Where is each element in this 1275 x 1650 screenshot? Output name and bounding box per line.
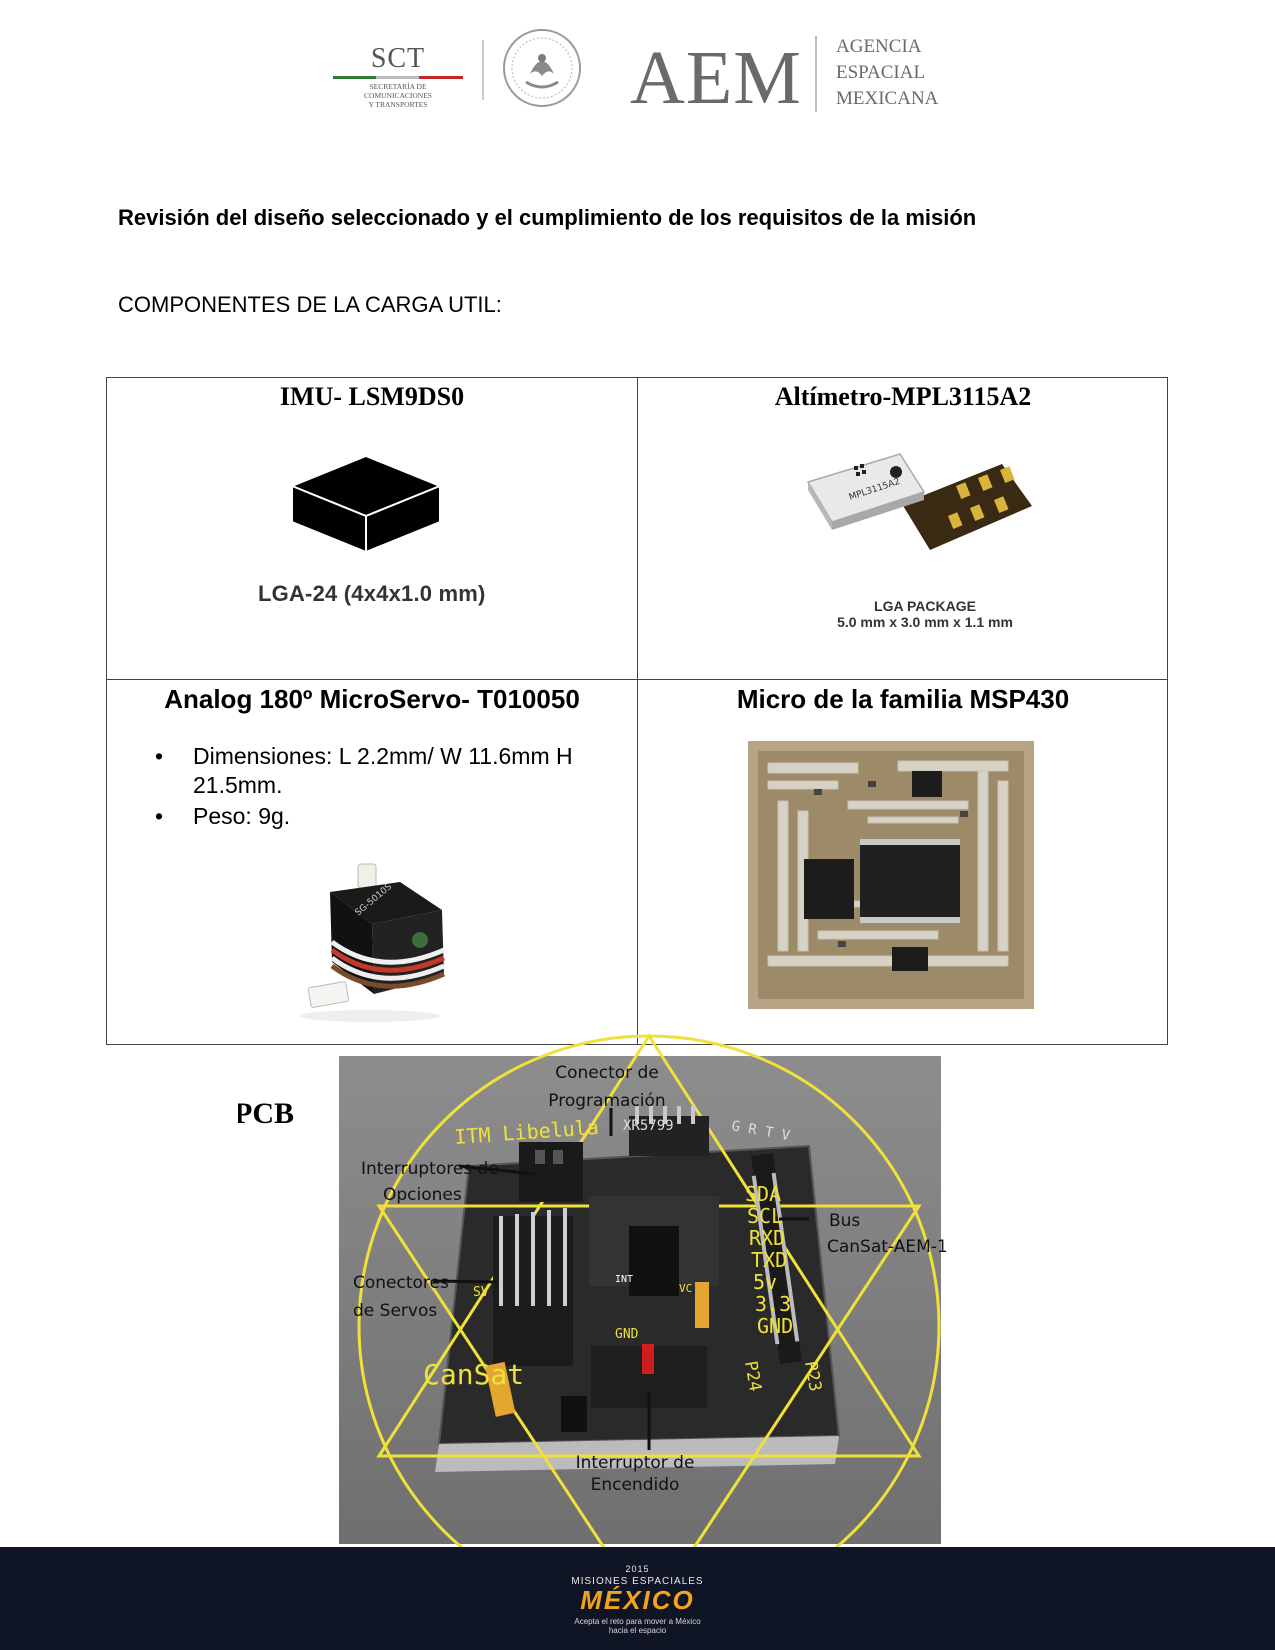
servo-spec-dimensions: Dimensiones: L 2.2mm/ W 11.6mm H 21.5mm. [155, 742, 615, 800]
section-heading: COMPONENTES DE LA CARGA UTIL: [118, 292, 502, 317]
callout-bus-line2: CanSat-AEM-1 [827, 1237, 948, 1257]
aem-line1: AGENCIA [836, 36, 922, 57]
callout-servos-line1: Conectores [353, 1273, 449, 1293]
board-text-part: XR5799 [623, 1118, 674, 1134]
bus-pin-scl: SCL [747, 1204, 783, 1228]
imu-title: IMU- LSM9DS0 [279, 382, 465, 411]
footer-mexico-logo: MÉXICO [580, 1585, 695, 1615]
sct-tricolor-bar [333, 76, 463, 79]
sct-line2: Comunicaciones [364, 91, 432, 100]
sct-line3: y Transportes [368, 100, 428, 109]
pcb-label: PCB [234, 1097, 294, 1130]
board-text-cansat: CanSat [423, 1358, 524, 1391]
altimeter-caption-size: 5.0 mm x 3.0 mm x 1.1 mm [837, 614, 1013, 630]
callout-power-line2: Encendido [591, 1475, 680, 1495]
board-text-sv: SV [473, 1285, 489, 1300]
aem-divider [815, 36, 817, 112]
footer-tagline-line2: hacia el espacio [608, 1626, 667, 1635]
board-text-int: INT [615, 1274, 633, 1285]
callout-programming-line1: Conector de [555, 1063, 659, 1083]
footer-tagline: Acepta el reto para mover a México hacia… [0, 1617, 1275, 1635]
altimeter-caption-package: LGA PACKAGE [874, 598, 976, 614]
pcb-label-mask [226, 1092, 238, 1132]
callout-bus-line1: Bus [829, 1211, 860, 1231]
callout-programming-line2: Programación [548, 1091, 665, 1111]
table-divider-horizontal [106, 679, 1168, 680]
pcb-render-image: Conector de Programación Interruptores d… [339, 1033, 948, 1619]
imu-caption: LGA-24 (4x4x1.0 mm) [258, 581, 486, 606]
bus-pin-rxd: RXD [749, 1226, 785, 1250]
footer-tagline-line1: Acepta el reto para mover a México [574, 1617, 701, 1626]
aem-line2: ESPACIAL [836, 62, 926, 83]
servo-spec-list: Dimensiones: L 2.2mm/ W 11.6mm H 21.5mm.… [155, 742, 615, 833]
aem-line3: MEXICANA [836, 88, 939, 109]
servo-title: Analog 180º MicroServo- T010050 [164, 684, 580, 714]
sct-logo: SCT Secretaría de Comunicaciones y Trans… [333, 44, 463, 114]
callout-power-line1: Interruptor de [576, 1453, 695, 1473]
bus-pin-sda: SDA [745, 1182, 781, 1206]
board-text-gnd: GND [615, 1327, 639, 1342]
footer-band [0, 1547, 1275, 1650]
logo-divider [482, 40, 484, 100]
footer-missions: MISIONES ESPACIALES [571, 1576, 704, 1587]
board-text-vc: VC [679, 1282, 692, 1295]
document-title: Revisión del diseño seleccionado y el cu… [118, 205, 977, 230]
sct-line1: Secretaría de [369, 82, 427, 91]
callout-options-line2: Opciones [383, 1185, 462, 1205]
bus-pin-txd: TXD [751, 1248, 787, 1272]
sct-abbr: SCT [370, 43, 426, 74]
altimeter-title: Altímetro-MPL3115A2 [774, 382, 1032, 411]
altimeter-chip-image: MPL3115A2 [806, 453, 1032, 550]
micro-title: Micro de la familia MSP430 [736, 684, 1070, 714]
mexico-seal-icon [503, 29, 581, 107]
footer-year: 2015 [625, 1564, 650, 1574]
table-divider-vertical [637, 377, 638, 1045]
aem-logo: AEM [630, 36, 802, 120]
callout-options-line1: Interruptores de [361, 1159, 499, 1179]
servo-spec-weight: Peso: 9g. [155, 802, 615, 831]
callout-servos-line2: de Servos [353, 1301, 437, 1321]
msp430-board-image [748, 741, 1034, 1009]
bus-pin-3v3: 3.3 [755, 1292, 791, 1316]
bus-pin-gnd: GND [757, 1314, 793, 1338]
servo-image: SG-5010S [300, 863, 446, 1022]
bus-pin-5v: 5v [753, 1270, 777, 1294]
imu-chip-image [289, 454, 443, 554]
aem-subtitle: AGENCIA ESPACIAL MEXICANA [836, 34, 938, 112]
